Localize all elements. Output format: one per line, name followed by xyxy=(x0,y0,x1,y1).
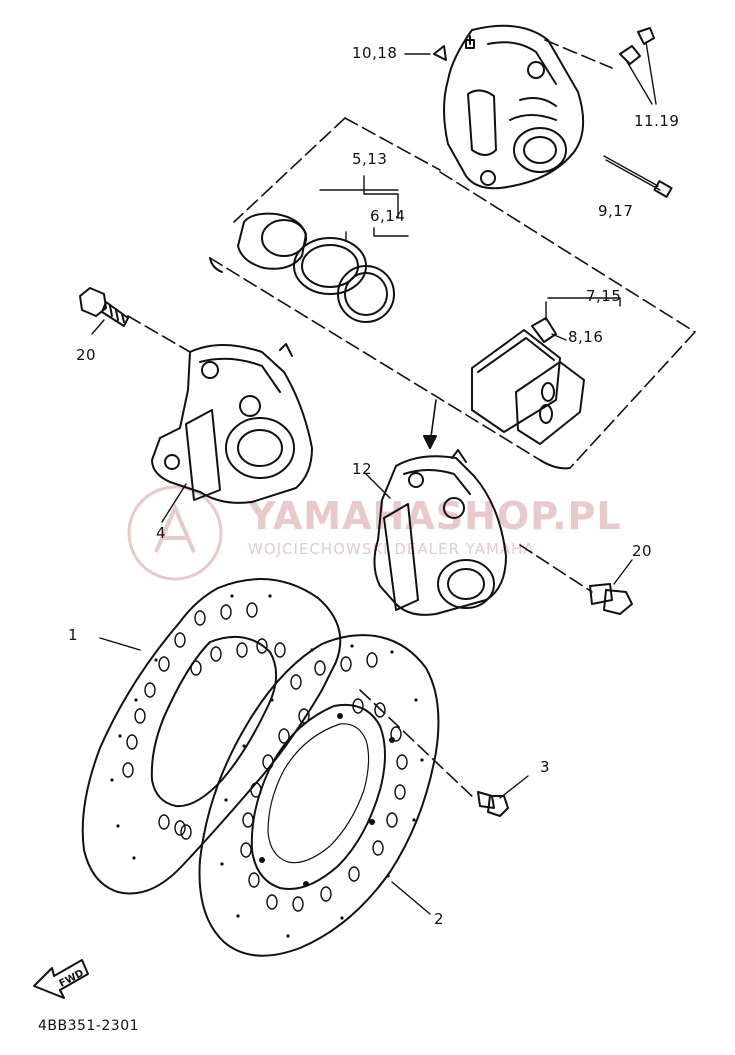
label-part-20-left: 20 xyxy=(76,346,97,364)
fwd-arrow xyxy=(33,959,89,999)
caliper-left xyxy=(151,343,313,504)
label-part-7-15: 7,15 xyxy=(586,287,622,305)
watermark-text: YAMAHASHOP.PL xyxy=(248,494,622,538)
watermark-logo xyxy=(127,485,223,581)
label-part-1: 1 xyxy=(68,626,79,644)
kit-outline xyxy=(127,39,696,801)
label-part-3: 3 xyxy=(540,758,551,776)
label-part-6-14: 6,14 xyxy=(370,207,406,225)
pad-spring xyxy=(531,317,567,343)
label-part-20-right: 20 xyxy=(632,542,653,560)
label-part-2: 2 xyxy=(434,910,445,928)
pin-bolt xyxy=(603,155,673,198)
disc-holes xyxy=(122,602,408,912)
label-part-11-19: 11.19 xyxy=(634,112,680,130)
seal-1 xyxy=(293,237,367,295)
label-part-8-16: 8,16 xyxy=(568,328,604,346)
seal-2 xyxy=(337,265,395,323)
caliper-right xyxy=(373,449,507,616)
disc-dots xyxy=(110,594,424,938)
label-part-4: 4 xyxy=(156,524,167,542)
disc-rear xyxy=(81,578,342,895)
leader-lines xyxy=(91,319,633,915)
label-part-10-18: 10,18 xyxy=(352,44,398,62)
bleeder-valves xyxy=(619,27,657,105)
label-part-12: 12 xyxy=(352,460,373,478)
disc-front xyxy=(198,634,440,957)
bleed-screw-top xyxy=(404,45,447,61)
diagram-code: 4BB351-2301 xyxy=(38,1018,140,1034)
watermark-subtext: WOJCIECHOWSKI DEALER YAMAHA xyxy=(248,540,535,558)
brake-pads xyxy=(471,329,585,445)
bolt-right xyxy=(589,583,633,615)
top-caliper xyxy=(443,24,585,190)
fwd-text: FWD xyxy=(58,968,86,990)
label-part-9-17: 9,17 xyxy=(598,202,634,220)
label-part-5-13: 5,13 xyxy=(352,150,388,168)
fwd-label: FWD xyxy=(58,968,86,990)
piston xyxy=(237,212,307,270)
bolt-left xyxy=(79,287,129,327)
